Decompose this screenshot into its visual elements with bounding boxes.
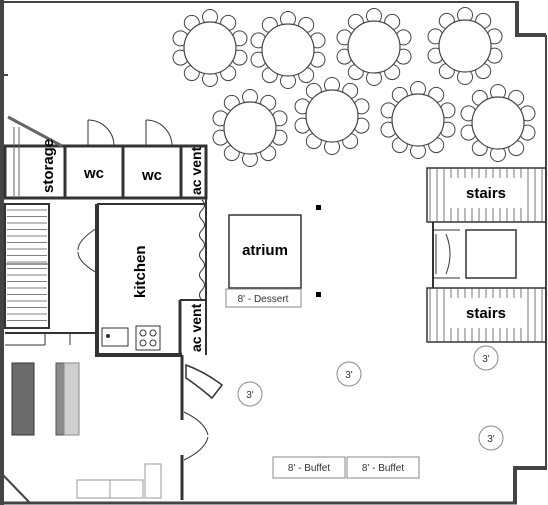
buffet-table-1[interactable]: 8' - Buffet [272, 456, 346, 479]
right-stairs-top [426, 167, 547, 223]
cocktail-table[interactable]: 3' [473, 345, 499, 371]
wc-door-2[interactable] [145, 119, 173, 147]
bottom-cabinets [76, 463, 162, 499]
buffet-table-2[interactable]: 8' - Buffet [346, 456, 420, 479]
stove-icon [135, 325, 161, 351]
elevator [432, 222, 517, 288]
table-top [471, 96, 525, 150]
cocktail-table-label: 3' [487, 434, 495, 445]
stair-treads-right [429, 168, 543, 342]
lounge-walls [5, 332, 97, 346]
kitchen-walls [95, 198, 207, 357]
round-table[interactable] [294, 77, 370, 155]
column-post [316, 292, 321, 297]
left-stairwell [4, 203, 50, 329]
lounge-door[interactable] [183, 411, 209, 461]
atrium-label: atrium [242, 242, 288, 259]
cocktail-table-label: 3' [482, 354, 490, 365]
dessert-table[interactable]: 8' - Dessert [225, 288, 302, 308]
kitchen-label: kitchen [132, 245, 149, 298]
cocktail-table[interactable]: 3' [478, 425, 504, 451]
cocktail-table[interactable]: 3' [237, 381, 263, 407]
curved-partition [185, 363, 224, 400]
round-table[interactable] [212, 89, 288, 167]
round-table[interactable] [250, 11, 326, 89]
curtain-divider [199, 199, 205, 301]
round-table[interactable] [380, 81, 456, 159]
round-table[interactable] [172, 9, 248, 87]
storage-door[interactable] [7, 115, 63, 198]
cocktail-table-label: 3' [246, 390, 254, 401]
round-table[interactable] [427, 7, 503, 85]
table-top [183, 21, 237, 75]
stairs-bottom-label: stairs [466, 305, 506, 322]
stairs-top-label: stairs [466, 185, 506, 202]
column-post [316, 205, 321, 210]
round-table[interactable] [460, 84, 536, 162]
sofa-light [55, 362, 80, 436]
ac-vent-top-label: ac vent [188, 146, 204, 195]
round-table[interactable] [336, 8, 412, 86]
storage-label: storage [40, 139, 57, 193]
atrium [228, 214, 302, 289]
table-top [305, 89, 359, 143]
restroom-block [3, 144, 208, 200]
table-top [261, 23, 315, 77]
buffet-table-2-label: 8' - Buffet [362, 463, 405, 474]
sink-icon [101, 327, 129, 347]
kitchen-door[interactable] [77, 227, 98, 274]
wc-door-1[interactable] [87, 119, 115, 147]
cocktail-table[interactable]: 3' [336, 361, 362, 387]
buffet-table-1-label: 8' - Buffet [288, 463, 331, 474]
sofa-dark [11, 362, 35, 436]
round-tables [172, 7, 536, 167]
table-top [391, 93, 445, 147]
table-top [347, 20, 401, 74]
wc-1-label: wc [83, 165, 104, 182]
wc-2-label: wc [141, 167, 162, 184]
ac-vent-bottom-label: ac vent [188, 303, 204, 352]
left-stair-treads [7, 209, 47, 321]
table-top [223, 101, 277, 155]
table-top [438, 19, 492, 73]
stair-label-backdrop-bottom [450, 298, 522, 328]
right-stairs-bottom [426, 287, 547, 343]
cocktail-table-label: 3' [345, 370, 353, 381]
dessert-table-label: 8' - Dessert [238, 294, 289, 305]
stair-label-backdrop-top [450, 178, 522, 208]
